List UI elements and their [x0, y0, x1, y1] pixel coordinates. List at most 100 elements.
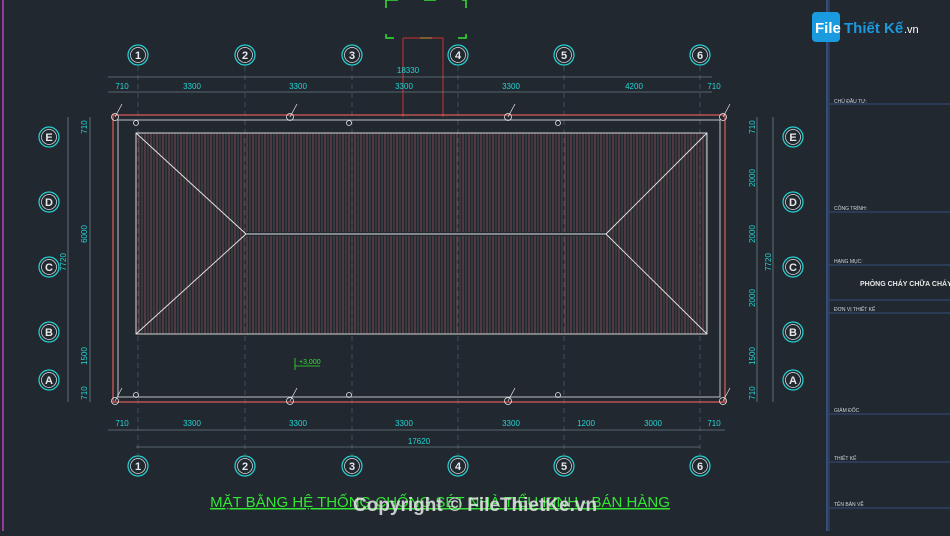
owner-label: CHỦ ĐẦU TƯ: — [834, 98, 867, 105]
grid-bubble-left-D-label: D — [45, 197, 53, 209]
bottom-dim-text: 3300 — [183, 419, 201, 428]
drawing-name-label: TÊN BẢN VẼ — [834, 500, 864, 508]
grid-bubble-top-3: 3 — [341, 44, 363, 66]
grid-bubble-bottom-3: 3 — [341, 455, 363, 477]
grid-bubble-bottom-4: 4 — [447, 455, 469, 477]
item-value: PHÒNG CHÁY CHỮA CHÁY — [860, 279, 950, 288]
grid-bubble-top-2-label: 2 — [242, 50, 248, 62]
grid-bubble-left-E: E — [38, 126, 60, 148]
grid-bubble-top-6-label: 6 — [697, 50, 703, 62]
dimension-lines — [67, 76, 774, 448]
right-dim-text: 1500 — [748, 347, 757, 365]
bottom-dim-text: 710 — [707, 419, 721, 428]
right-dim-text: 2000 — [748, 169, 757, 187]
grid-bubble-left-B-label: B — [45, 327, 53, 339]
top-dim-text: 710 — [115, 82, 129, 91]
grid-bubble-right-A-label: A — [789, 375, 797, 387]
design-unit-label: ĐƠN VỊ THIẾT KẾ — [834, 306, 876, 313]
grid-bubble-right-E-label: E — [789, 132, 796, 144]
bottom-dim-text: 710 — [115, 419, 129, 428]
top-dim-text: 4200 — [625, 82, 643, 91]
grid-bubble-bottom-2-label: 2 — [242, 461, 248, 473]
grid-bubble-bottom-1-label: 1 — [135, 461, 141, 473]
item-label: HẠNG MỤC: — [834, 259, 863, 265]
top-dim-text: 3300 — [395, 82, 413, 91]
grid-bubble-bottom-1: 1 — [127, 455, 149, 477]
left-dim-text: 710 — [80, 120, 89, 134]
bottom-dim-text: 3300 — [289, 419, 307, 428]
right-dim-text: 2000 — [748, 289, 757, 307]
grid-leaders — [137, 66, 701, 455]
grid-bubble-right-C: C — [782, 256, 804, 278]
grid-bubble-top-1: 1 — [127, 44, 149, 66]
left-dim-text: 1500 — [80, 347, 89, 365]
rod-arrows — [114, 103, 731, 402]
grid-bubble-right-A: A — [782, 369, 804, 391]
top-stub — [385, 0, 467, 117]
grid-bubble-top-6: 6 — [689, 44, 711, 66]
bottom-dim-text: 1200 — [577, 419, 595, 428]
bottom-dim-text: 3300 — [395, 419, 413, 428]
right-dim-text: 710 — [748, 386, 757, 400]
bottom-dim-text: 3000 — [644, 419, 662, 428]
level-mark-text: +3,000 — [299, 359, 321, 366]
watermark: Copyright © FileThietKe.vn — [353, 495, 597, 516]
top-dim-text: 3300 — [502, 82, 520, 91]
grid-bubble-left-C-label: C — [45, 262, 53, 274]
designer-label: THIẾT KẾ — [834, 455, 857, 462]
title-block: CHỦ ĐẦU TƯ: CÔNG TRÌNH: HẠNG MỤC: PHÒNG … — [826, 0, 950, 531]
drawing-title: MẶT BẰNG HỆ THỐNG CHỐNG SÉT NHÀ TIỂU KIN… — [210, 493, 670, 511]
grid-bubble-right-D-label: D — [789, 197, 797, 209]
grid-bubble-right-E: E — [782, 126, 804, 148]
filethietke-logo: File Thiết Kế .vn — [812, 10, 942, 44]
grid-bubble-right-B: B — [782, 321, 804, 343]
top-total-text: 18330 — [397, 66, 420, 75]
grid-bubble-bottom-5-label: 5 — [561, 461, 567, 473]
grid-bubble-left-E-label: E — [45, 132, 52, 144]
grid-bubble-left-B: B — [38, 321, 60, 343]
svg-text:Thiết Kế: Thiết Kế — [844, 20, 904, 37]
bottom-total-text: 17620 — [408, 437, 431, 446]
bottom-dim-text: 3300 — [502, 419, 520, 428]
grid-bubble-top-4-label: 4 — [455, 50, 462, 62]
top-dim-text: 3300 — [289, 82, 307, 91]
grid-bubble-top-1-label: 1 — [135, 50, 141, 62]
grid-bubble-top-2: 2 — [234, 44, 256, 66]
director-label: GIÁM ĐỐC — [834, 407, 860, 414]
left-dim-text: 710 — [80, 386, 89, 400]
lightning-rods — [111, 113, 727, 405]
grid-bubble-bottom-3-label: 3 — [349, 461, 355, 473]
dimension-texts: 710 3300 3300 3300 3300 4200 710 18330 710 3300 33… — [59, 66, 773, 446]
grid-bubble-bottom-6-label: 6 — [697, 461, 703, 473]
grid-bubble-bottom-4-label: 4 — [455, 461, 462, 473]
grid-bubble-left-A: A — [38, 369, 60, 391]
grid-bubble-right-B-label: B — [789, 327, 797, 339]
top-dim-text: 3300 — [183, 82, 201, 91]
level-mark: +3,000 — [294, 358, 321, 370]
grid-bubble-bottom-5: 5 — [553, 455, 575, 477]
right-total-text: 7720 — [764, 253, 773, 271]
grid-bubble-top-5: 5 — [553, 44, 575, 66]
grid-bubble-bottom-2: 2 — [234, 455, 256, 477]
grid-bubble-left-C: C — [38, 256, 60, 278]
grid-bubble-top-4: 4 — [447, 44, 469, 66]
right-dim-text: 710 — [748, 120, 757, 134]
grid-bubble-top-5-label: 5 — [561, 50, 567, 62]
svg-text:.vn: .vn — [904, 24, 919, 36]
roof-outline-outer — [112, 114, 726, 403]
project-label: CÔNG TRÌNH: — [834, 205, 867, 212]
right-dim-text: 2000 — [748, 225, 757, 243]
roof-outline-inner — [117, 119, 721, 398]
grid-bubble-right-D: D — [782, 191, 804, 213]
grid-bubble-left-D: D — [38, 191, 60, 213]
svg-text:File: File — [815, 20, 841, 37]
grid-bubble-right-C-label: C — [789, 262, 797, 274]
left-dim-text: 6000 — [80, 225, 89, 243]
grid-bubble-left-A-label: A — [45, 375, 53, 387]
grid-bubble-bottom-6: 6 — [689, 455, 711, 477]
top-dim-text: 710 — [707, 82, 721, 91]
grid-bubble-top-3-label: 3 — [349, 50, 355, 62]
